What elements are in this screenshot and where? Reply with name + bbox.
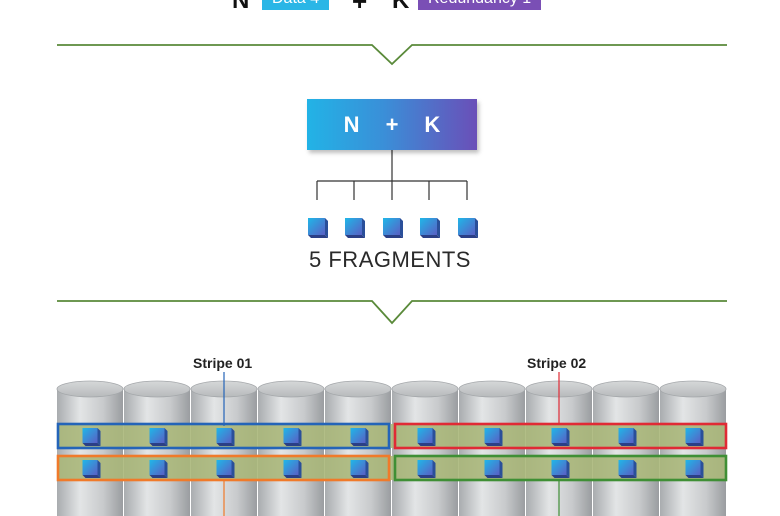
drive-fragment-2-3 [216,460,235,478]
drive-array [56,380,727,516]
top-equation: N Data 4 + K Redundancy 1 [0,0,780,16]
drive-10 [659,380,727,516]
fragment-tree [316,150,468,200]
drive-fragment-2-2 [149,460,168,478]
drive-fragment-1-4 [283,428,302,446]
drive-fragment-1-7 [484,428,503,446]
divider-bottom [57,300,727,325]
drive-fragment-2-1 [82,460,101,478]
data-band-2 [57,456,727,480]
drive-fragment-1-3 [216,428,235,446]
drive-6 [391,380,459,516]
stripe-01-label: Stripe 01 [193,355,253,371]
stripe-01-blue-frame [56,422,391,450]
data-chip: Data 4 [262,0,330,10]
stripe-02-label: Stripe 02 [527,355,587,371]
fragment-cube-4 [420,218,440,238]
stripe-02-red-frame [393,422,728,450]
stripe-01-orange-frame [56,454,391,482]
divider-top [57,44,727,66]
drive-fragment-2-8 [551,460,570,478]
drive-7 [458,380,526,516]
drive-fragment-1-9 [618,428,637,446]
nk-n-letter: N [343,111,360,137]
redundancy-chip: Redundancy 1 [418,0,542,10]
drive-9 [592,380,660,516]
drive-fragment-1-1 [82,428,101,446]
fragments-label: 5 FRAGMENTS [309,247,471,272]
drive-fragment-1-5 [350,428,369,446]
drive-fragment-1-8 [551,428,570,446]
drive-fragment-1-2 [149,428,168,446]
stripe-frames [56,422,728,482]
n-plus-k-box: N + K [307,99,477,150]
fragment-cube-1 [308,218,328,238]
drive-fragment-2-5 [350,460,369,478]
nk-k-letter: K [424,111,441,137]
drive-fragment-2-10 [685,460,704,478]
fragment-cube-5 [458,218,478,238]
nk-plus-sign: + [385,111,399,137]
top-n-letter: N [232,0,250,14]
drive-fragment-2-7 [484,460,503,478]
top-k-letter: K [392,0,410,14]
drive-fragment-2-6 [417,460,436,478]
fragment-cube-3 [383,218,403,238]
drive-fragment-2-4 [283,460,302,478]
drive-fragment-1-6 [417,428,436,446]
drive-fragment-2-9 [618,460,637,478]
fragment-cube-2 [345,218,365,238]
data-band-1 [57,424,727,448]
fragment-cubes [308,218,478,238]
drive-5 [324,380,392,516]
top-plus-sign: + [352,0,368,16]
drive-2 [123,380,191,516]
drive-1 [56,380,124,516]
drive-4 [257,380,325,516]
drive-fragment-1-10 [685,428,704,446]
stripe-02-green-frame [393,454,728,482]
